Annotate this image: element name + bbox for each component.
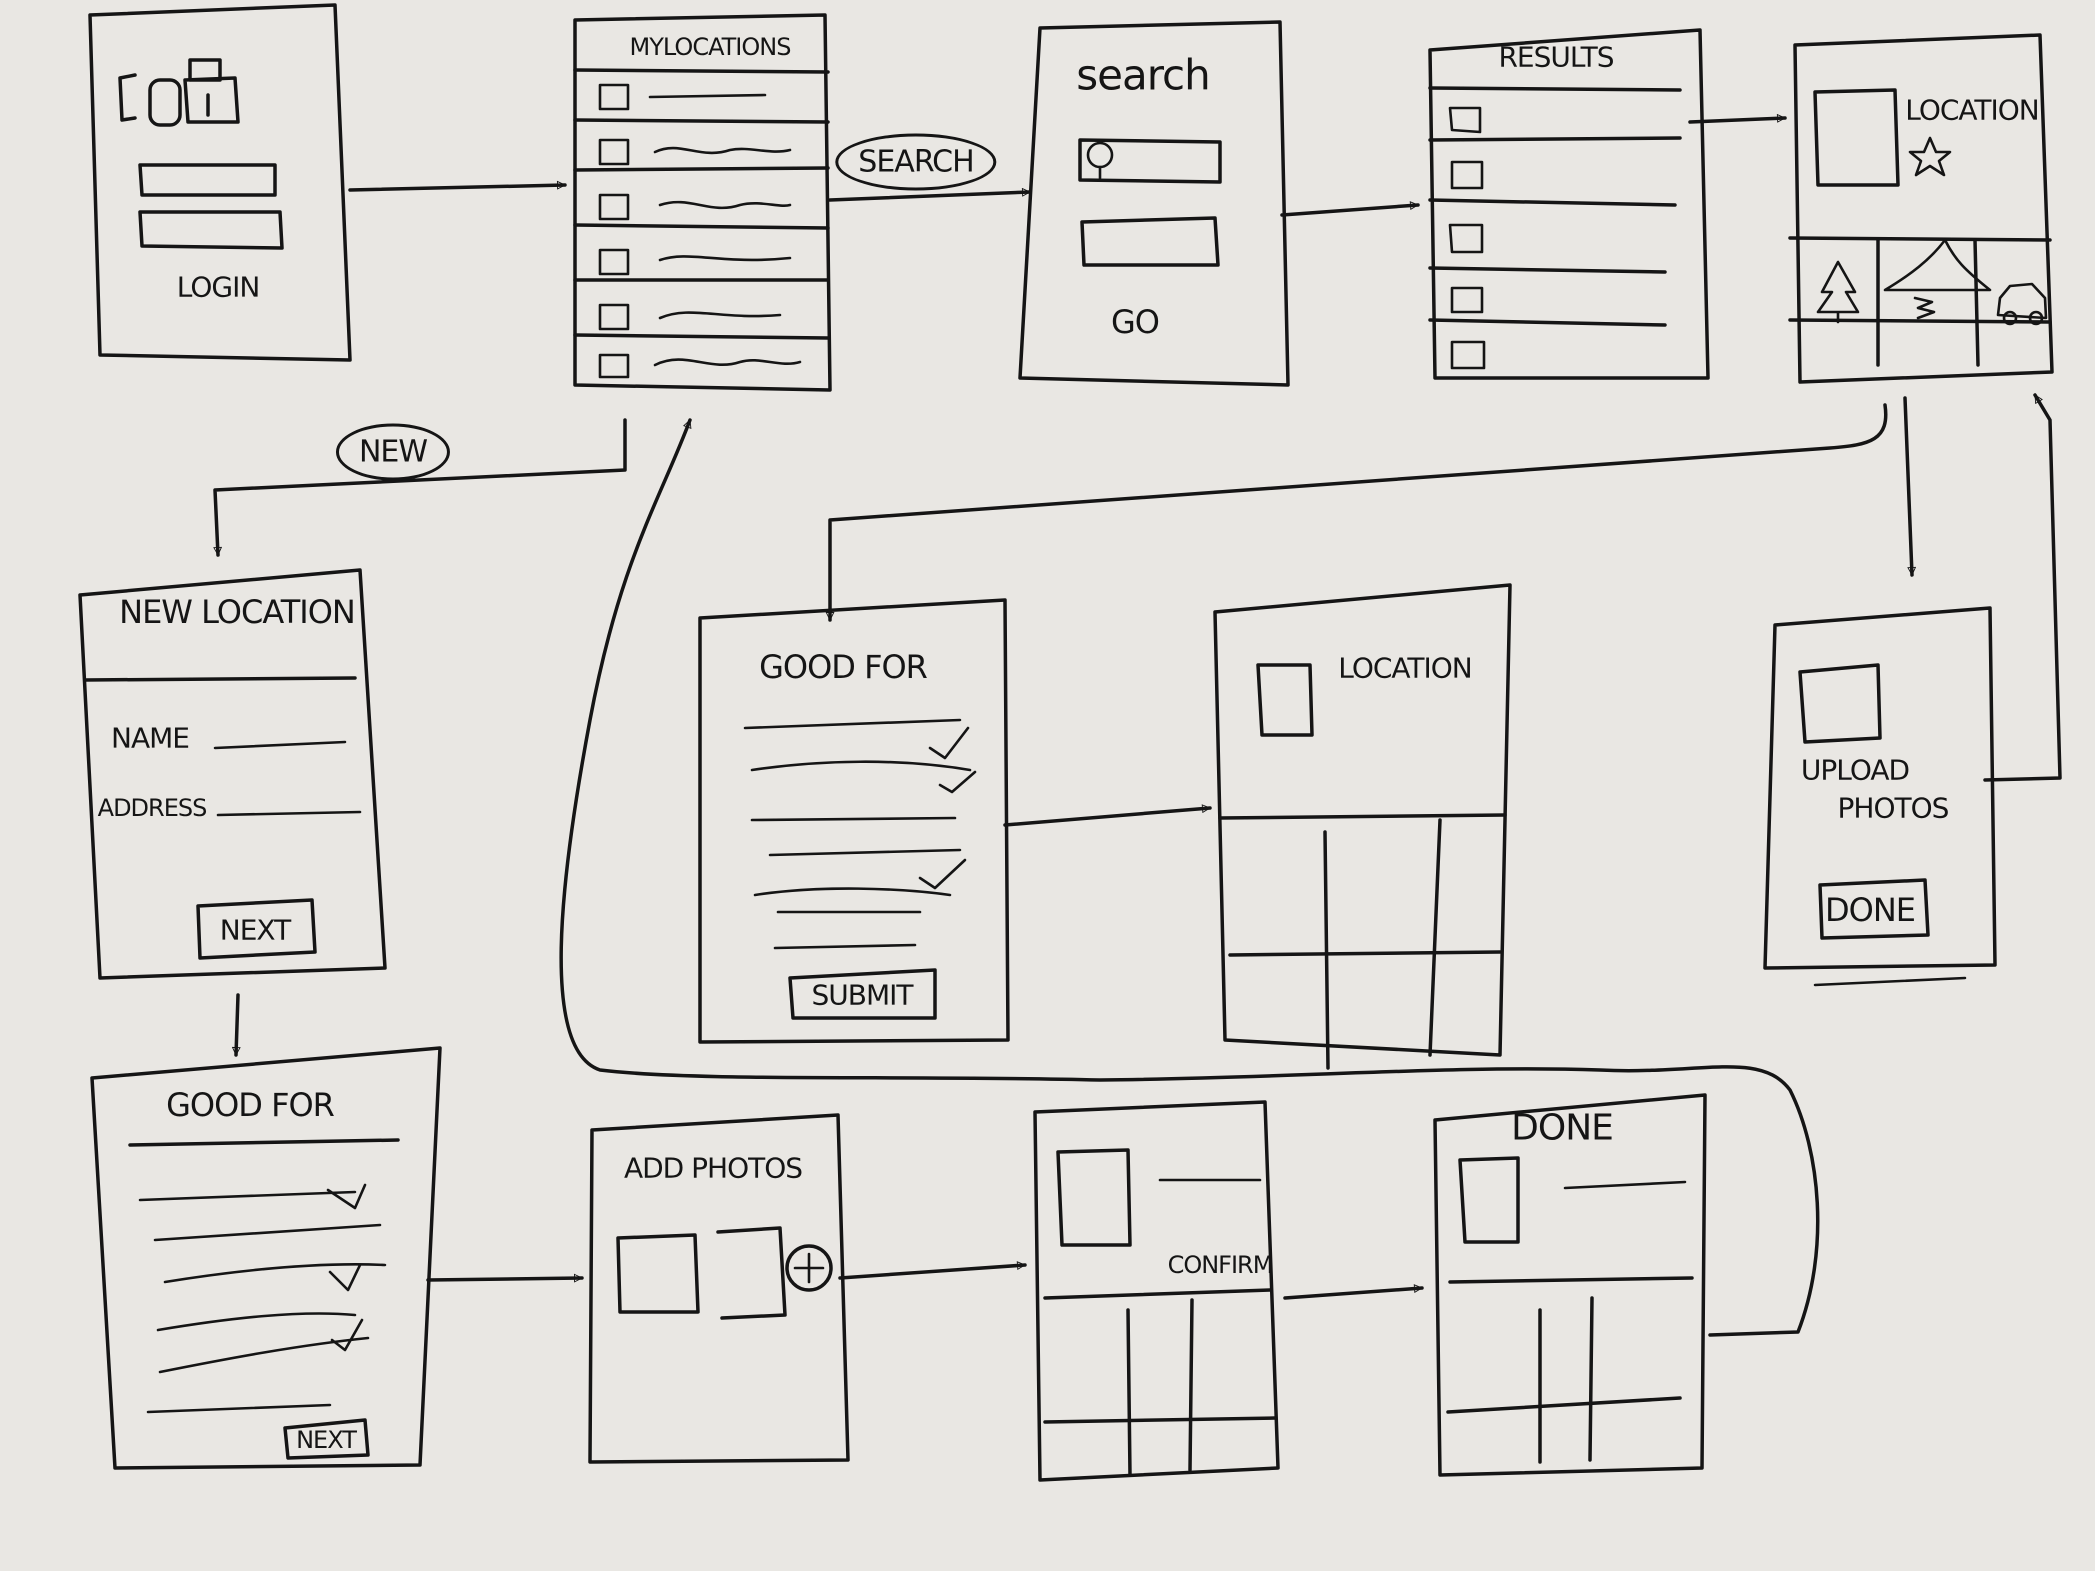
submit-button[interactable]: SUBMIT [811, 978, 914, 1012]
arrow-search-to-results [1280, 205, 1420, 217]
goodfor-new-title: GOOD FOR [166, 1086, 335, 1124]
new-connector-label[interactable]: NEW [335, 423, 451, 481]
next-button[interactable]: NEXT [219, 913, 291, 947]
goodfor-new-screen [90, 1046, 442, 1470]
mylocations-title: MYLOCATIONS [629, 33, 792, 61]
arrow-addphotos-to-confirm [838, 1265, 1027, 1280]
confirm-screen [1033, 1100, 1280, 1482]
add-photos-title: ADD PHOTOS [623, 1151, 803, 1185]
done-screen [1433, 1093, 1707, 1477]
plus-circle-icon [785, 1244, 833, 1292]
search-screen [1018, 20, 1290, 387]
goodfor-review-title: GOOD FOR [759, 648, 928, 686]
arrow-login-to-mylocations [348, 185, 567, 192]
login-screen [88, 3, 352, 362]
search-connector-label[interactable]: SEARCH [835, 133, 997, 191]
login-button[interactable]: LOGIN [176, 270, 261, 304]
arrow-done-to-mylocations [559, 418, 1820, 1337]
arrow-goodfor-to-addphotos [426, 1278, 584, 1280]
next-button-small[interactable]: NEXT [296, 1426, 357, 1454]
arrow-results-to-location [1688, 118, 1787, 124]
address-label: ADDRESS [97, 794, 208, 822]
arrow-upload-to-location [1983, 393, 2062, 782]
search-title: search [1076, 50, 1211, 100]
arrow-goodfor-to-location [1003, 808, 1212, 827]
location-detail-screen [1788, 33, 2054, 384]
name-label: NAME [111, 721, 190, 755]
arrow-confirm-to-done [1283, 1288, 1424, 1300]
upload-photos-title-line1: UPLOAD [1800, 753, 1910, 787]
results-screen [1428, 28, 1710, 380]
new-location-title: NEW LOCATION [119, 593, 356, 631]
location-result-screen [1213, 583, 1512, 1070]
arrow-location-to-upload [1903, 396, 1912, 577]
location-result-title: LOCATION [1338, 651, 1473, 685]
location-detail-title: LOCATION [1905, 93, 2040, 127]
new-location-screen [78, 568, 387, 980]
confirm-label: CONFIRM [1167, 1251, 1274, 1279]
done-button[interactable]: DONE [1825, 891, 1916, 929]
arrow-mylocations-to-search [828, 192, 1032, 202]
done-title: DONE [1511, 1107, 1614, 1149]
mylocations-screen [573, 13, 832, 392]
arrow-location-to-goodfor [830, 403, 1888, 622]
go-button[interactable]: GO [1111, 303, 1160, 341]
arrow-new-location [215, 418, 627, 557]
upload-photos-screen [1763, 606, 1997, 987]
goodfor-review-screen [698, 598, 1010, 1044]
arrow-newlocation-to-goodfor [236, 993, 238, 1057]
upload-photos-title-line2: PHOTOS [1837, 791, 1950, 825]
add-photos-screen [588, 1113, 850, 1464]
results-title: RESULTS [1498, 40, 1614, 74]
